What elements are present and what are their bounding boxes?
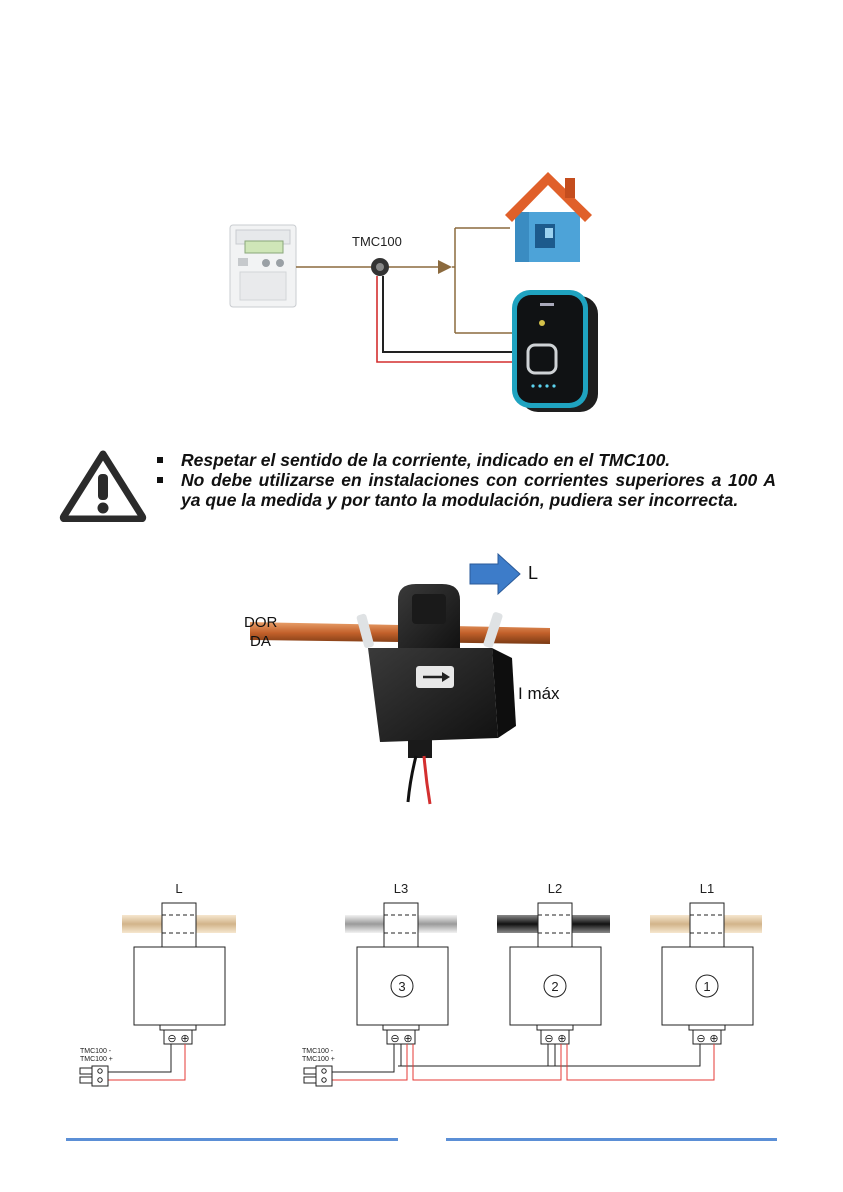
wiring-diagram: ⊖ ⊕ L TMC100 - TMC100 + ⊖ ⊕ 3 L3 ⊖ [0,870,843,1100]
three-phase-wires [332,1044,714,1080]
tmc100-sensor-icon [371,258,389,276]
sensor-l2: ⊖ ⊕ [497,903,610,1045]
phase-label-l1: L1 [700,881,714,896]
terminal-label-minus: TMC100 - [80,1048,112,1055]
minus-terminal-icon: ⊖ [167,1033,176,1045]
sensor-l3: ⊖ ⊕ [345,903,457,1045]
direction-label: L [528,563,538,584]
plus-terminal-icon: ⊕ [403,1033,412,1045]
installation-diagram: TMC100 [0,160,843,420]
current-direction-arrow-icon [470,554,520,594]
electricity-meter-icon [230,225,296,307]
connector-plug-icon [304,1066,332,1086]
footer-rule-right [446,1138,777,1141]
plus-terminal-icon: ⊕ [557,1033,566,1045]
sensor-number-3: 3 [398,979,405,994]
sensor-number-1: 1 [703,979,710,994]
plus-terminal-icon: ⊕ [709,1033,718,1045]
sensor-photo [230,550,565,810]
house-icon [505,172,592,262]
warning-item: Respetar el sentido de la corriente, ind… [150,450,776,470]
tmc100-label: TMC100 [352,234,402,249]
cable-label-line2: DA [250,633,271,650]
phase-label-l3: L3 [394,881,408,896]
plus-terminal-icon: ⊕ [180,1033,189,1045]
minus-terminal-icon: ⊖ [696,1033,705,1045]
wallbox-charger-icon [512,290,598,412]
terminal-label-minus: TMC100 - [302,1048,334,1055]
flow-arrow-icon [438,260,452,274]
warning-item: No debe utilizarse en instalaciones con … [150,470,776,510]
terminal-label-plus: TMC100 + [302,1056,335,1063]
phase-label-l2: L2 [548,881,562,896]
phase-label-l: L [175,881,182,896]
sensor-number-2: 2 [551,979,558,994]
terminal-label-plus: TMC100 + [80,1056,113,1063]
warning-triangle-icon [58,448,148,522]
imax-label: I máx [518,684,562,704]
warning-list: Respetar el sentido de la corriente, ind… [150,450,776,510]
footer-rule-left [66,1138,398,1141]
minus-terminal-icon: ⊖ [544,1033,553,1045]
minus-terminal-icon: ⊖ [390,1033,399,1045]
sensor-l1: ⊖ ⊕ [650,903,762,1045]
cable-label-line1: DOR [244,614,277,631]
